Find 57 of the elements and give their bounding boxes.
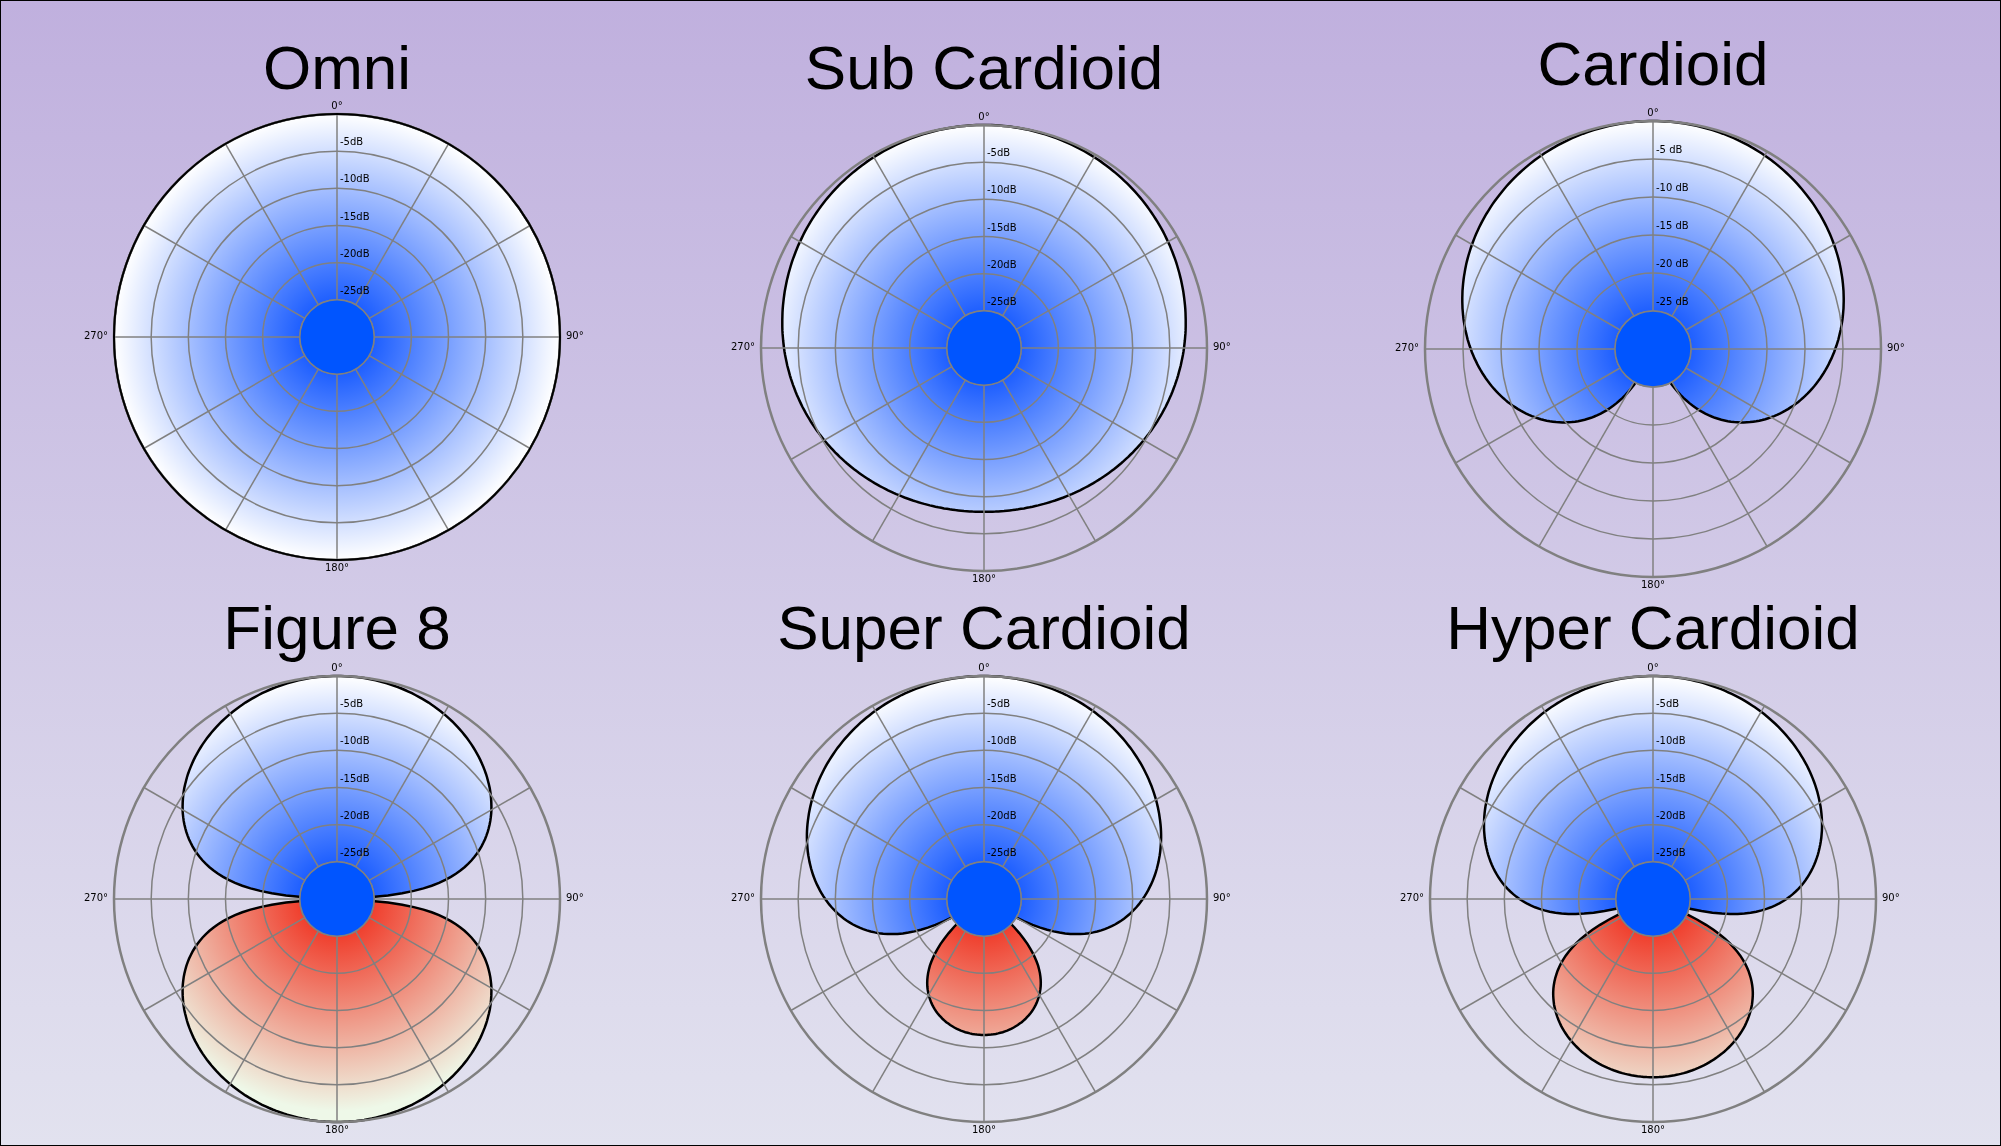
angle-label: 90° <box>1213 342 1231 352</box>
angle-label: 0° <box>331 101 343 111</box>
db-label: -20dB <box>340 810 370 821</box>
pattern-title: Sub Cardioid <box>804 37 1164 99</box>
angle-label: 180° <box>971 1125 997 1135</box>
db-label: -15dB <box>987 222 1017 233</box>
angle-label: 90° <box>566 331 584 341</box>
angle-label: 180° <box>324 563 350 573</box>
db-label: -15dB <box>340 211 370 222</box>
angle-label: 270° <box>1394 343 1419 353</box>
db-label: -15dB <box>1656 773 1686 784</box>
db-label: -20dB <box>987 259 1017 270</box>
angle-label: 90° <box>1882 893 1900 903</box>
angle-label: 90° <box>1213 893 1231 903</box>
angle-label: 0° <box>331 663 343 673</box>
db-label: -25dB <box>987 847 1017 858</box>
db-label: -25dB <box>987 296 1017 307</box>
pattern-title: Omni <box>262 37 412 99</box>
pattern-title: Cardioid <box>1537 33 1769 95</box>
angle-label: 0° <box>978 663 990 673</box>
db-label: -15dB <box>987 773 1017 784</box>
db-label: -5 dB <box>1656 145 1683 155</box>
db-label: -15 dB <box>1656 221 1689 231</box>
db-label: -5dB <box>987 148 1011 159</box>
angle-label: 180° <box>1640 580 1666 590</box>
angle-label: 90° <box>1887 343 1905 353</box>
angle-label: 180° <box>1640 1125 1666 1135</box>
angle-label: 0° <box>1647 108 1659 118</box>
db-label: -10dB <box>340 736 370 747</box>
db-label: -25dB <box>1656 847 1686 858</box>
db-label: -20dB <box>987 810 1017 821</box>
db-label: -10dB <box>987 185 1017 196</box>
db-label: -20dB <box>340 248 370 259</box>
db-label: -10dB <box>340 174 370 185</box>
angle-label: 270° <box>730 342 755 352</box>
angle-label: 0° <box>978 112 990 122</box>
angle-label: 270° <box>1399 893 1424 903</box>
angle-label: 270° <box>83 893 108 903</box>
angle-label: 180° <box>971 574 997 584</box>
db-label: -25dB <box>340 847 370 858</box>
db-label: -10dB <box>987 736 1017 747</box>
db-label: -10 dB <box>1656 183 1689 193</box>
angle-label: 270° <box>730 893 755 903</box>
angle-label: 0° <box>1647 663 1659 673</box>
db-label: -10dB <box>1656 736 1686 747</box>
db-label: -20dB <box>1656 810 1686 821</box>
db-label: -15dB <box>340 773 370 784</box>
db-label: -25 dB <box>1656 297 1689 307</box>
db-label: -5dB <box>340 137 364 148</box>
angle-label: 90° <box>566 893 584 903</box>
db-label: -5dB <box>1656 699 1680 710</box>
db-label: -25dB <box>340 285 370 296</box>
angle-label: 270° <box>83 331 108 341</box>
db-label: -5dB <box>987 699 1011 710</box>
db-label: -20 dB <box>1656 259 1689 269</box>
angle-label: 180° <box>324 1125 350 1135</box>
db-label: -5dB <box>340 699 364 710</box>
